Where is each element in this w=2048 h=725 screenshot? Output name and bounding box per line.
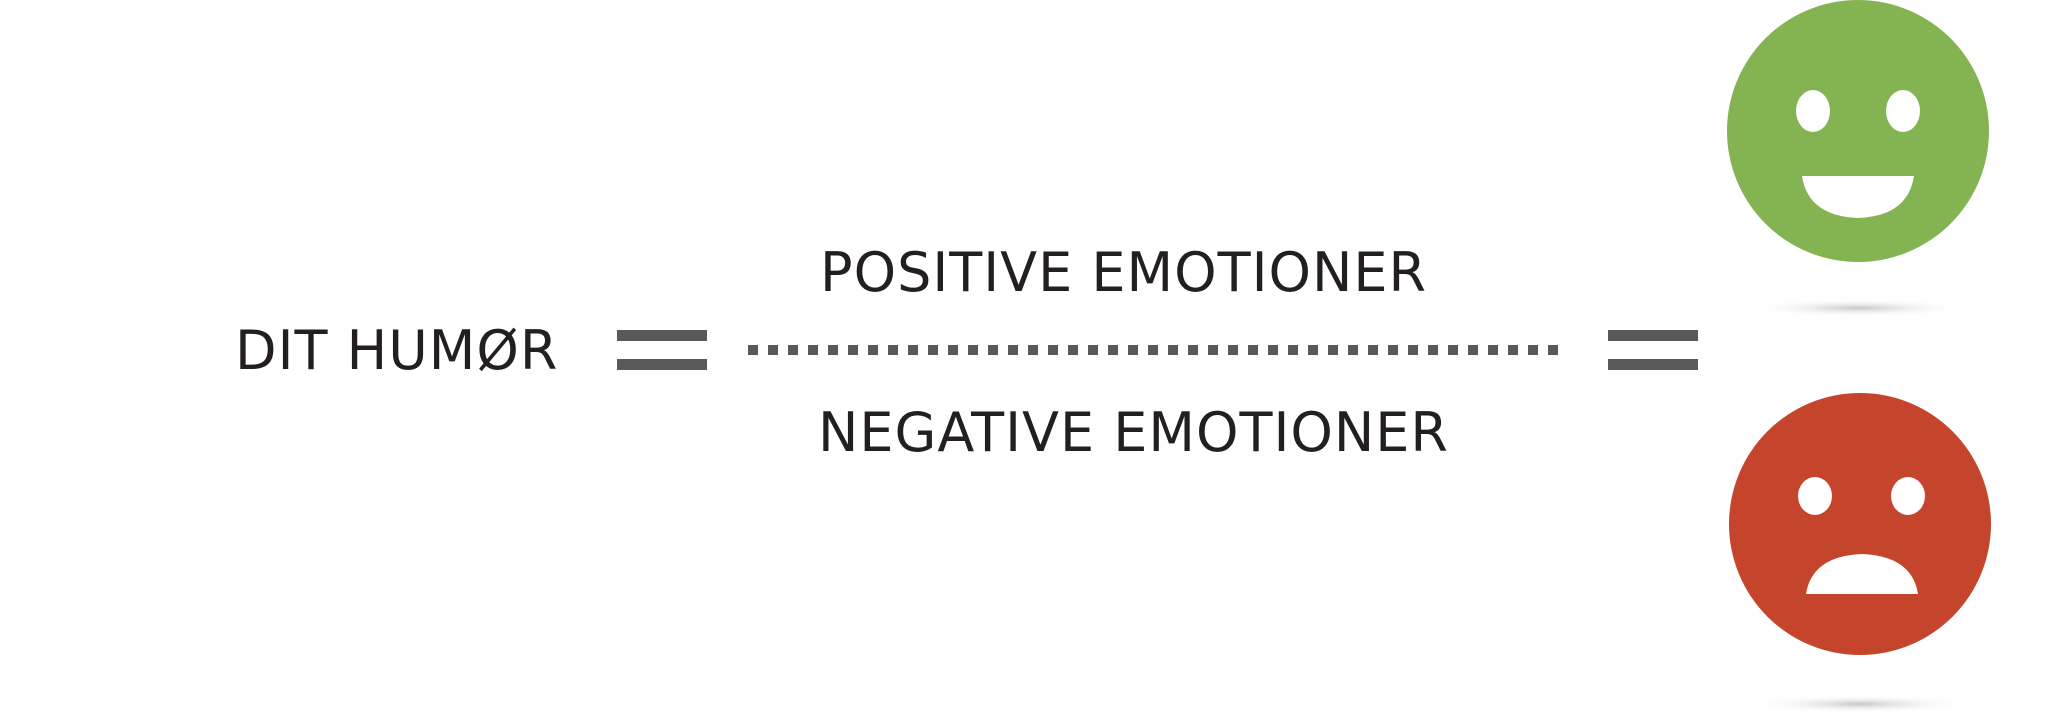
numerator-label: POSITIVE EMOTIONER bbox=[820, 241, 1427, 304]
equals-sign-right bbox=[1608, 330, 1698, 370]
happy-face-shadow bbox=[1748, 299, 1968, 317]
equals-sign-left bbox=[617, 330, 707, 370]
denominator-label: NEGATIVE EMOTIONER bbox=[818, 401, 1449, 464]
sad-face-shadow bbox=[1750, 695, 1970, 713]
left-term-label: DIT HUMØR bbox=[235, 319, 558, 382]
happy-face-icon bbox=[1727, 0, 1989, 317]
sad-face-icon bbox=[1729, 393, 1991, 713]
